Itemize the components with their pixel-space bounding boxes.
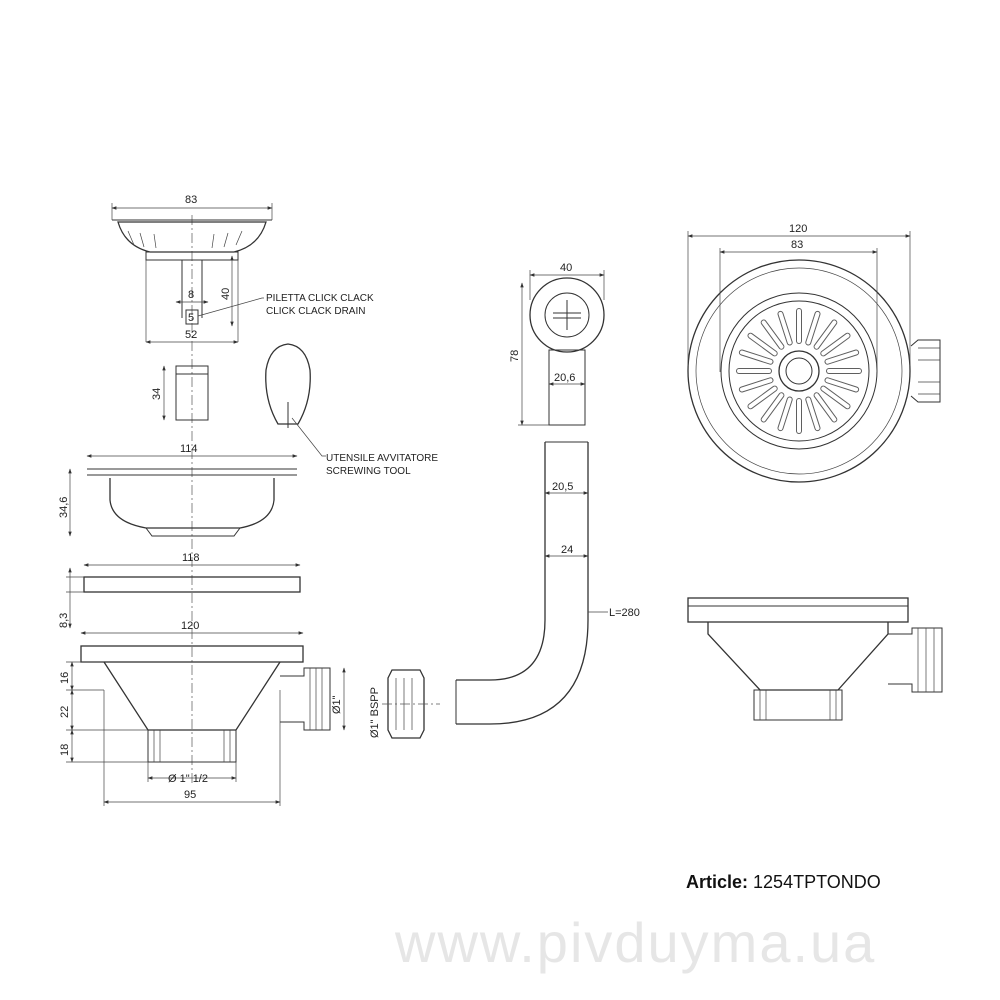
dim-outlet-dia: Ø1": [331, 695, 343, 714]
basket-slot-inner: [825, 378, 859, 392]
watermark: www.pivduyma.ua: [394, 911, 876, 974]
dim-body-width: 120: [181, 620, 199, 632]
article-label: Article:: [686, 872, 749, 892]
basket-slot-inner: [748, 386, 777, 409]
article-code: 1254TPTONDO: [753, 872, 881, 892]
dim-cone-height: 22: [59, 706, 71, 718]
dim-knob-height: 78: [509, 350, 521, 362]
dim-top-inner: 83: [791, 239, 803, 251]
basket-slot-inner: [814, 320, 837, 349]
basket-slot-inner: [814, 393, 837, 422]
dim-knob-width: 40: [560, 262, 572, 274]
dim-pipe-inner: 20,5: [552, 481, 573, 493]
drain-body: [80, 645, 331, 763]
basket-slot-inner: [821, 386, 850, 409]
drain-label-en: CLICK CLACK DRAIN: [266, 306, 365, 317]
basket-slot-inner: [806, 397, 820, 431]
dim-insert-height: 34: [151, 388, 163, 400]
dim-flange-height: 16: [59, 672, 71, 684]
dim-bowl-width: 114: [180, 443, 198, 455]
basket-slot-inner: [761, 393, 784, 422]
dim-stem-width: 8: [188, 289, 194, 301]
article-caption: Article: 1254TPTONDO: [686, 872, 881, 893]
dim-gasket-width: 118: [182, 552, 200, 564]
tool-label-it: UTENSILE AVVITATORE: [326, 453, 438, 464]
outlet-nut: [382, 669, 440, 739]
basket-slot-inner: [821, 333, 850, 356]
dim-overflow-length: L=280: [609, 607, 640, 619]
basket-slot-inner: [806, 311, 820, 345]
dim-gasket-height: 8,3: [58, 613, 70, 628]
basket-slot-inner: [778, 311, 792, 345]
drain-side-view: [687, 597, 943, 721]
screwing-tool: [265, 343, 311, 428]
dim-knob-stem: 20,6: [554, 372, 575, 384]
dim-thread-height: 18: [59, 744, 71, 756]
basket-slot-inner: [778, 397, 792, 431]
dim-bottom-width: 95: [184, 789, 196, 801]
dim-basket-base: 52: [185, 329, 197, 341]
tool-label-en: SCREWING TOOL: [326, 466, 411, 477]
strainer-basket: [112, 219, 272, 342]
drain-bowl: [87, 468, 297, 537]
basket-slot-inner: [739, 350, 773, 364]
dim-basket-width: 83: [185, 194, 197, 206]
dim-bspp: Ø1" BSPP: [369, 687, 381, 738]
basket-slot-inner: [748, 333, 777, 356]
dim-bowl-height: 34,6: [58, 497, 70, 518]
dim-thread-dia: Ø 1" 1/2: [168, 773, 208, 785]
control-knob: [529, 277, 605, 426]
dim-stem-tip: 5: [188, 312, 194, 324]
overflow-pipe: [455, 441, 589, 725]
dim-pipe-outer: 24: [561, 544, 573, 556]
basket-slot-inner: [825, 350, 859, 364]
basket-slot-inner: [739, 378, 773, 392]
basket-slot-inner: [761, 320, 784, 349]
insert-sleeve: [175, 365, 209, 421]
drain-top-view: [687, 259, 941, 483]
drain-label-it: PILETTA CLICK CLACK: [266, 293, 374, 304]
dim-basket-height: 40: [220, 288, 232, 300]
gasket: [83, 576, 301, 593]
dim-top-outer: 120: [789, 223, 807, 235]
